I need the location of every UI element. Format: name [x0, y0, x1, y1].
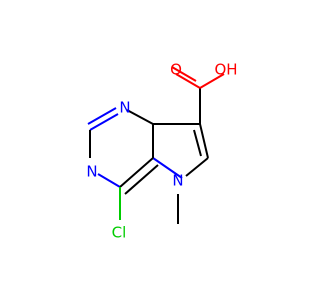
bond-c7-c6-double [193, 129, 202, 157]
nitrogen-pyrrole-label: N [172, 172, 183, 190]
bond-c7-c6 [199, 123, 209, 159]
bond-n3-c4 [97, 173, 121, 188]
bond-c4-c4a [119, 157, 154, 188]
chemical-structure-diagram: OH O N N N Cl [86, 61, 237, 242]
bond-c-o-double-2 [171, 66, 197, 82]
bond-n5-c4a [152, 157, 183, 179]
bond-n1-c2 [89, 113, 119, 131]
bond-c-oh [199, 73, 225, 89]
chlorine-label: Cl [112, 224, 127, 242]
bond-c6-n5 [185, 157, 209, 177]
oh-label: OH [214, 61, 237, 79]
bond-c7a-n1 [126, 109, 154, 125]
carbonyl-oxygen-label: O [170, 61, 182, 79]
nitrogen-left-label: N [86, 163, 97, 181]
bond-n1-c2-double [87, 107, 117, 125]
nitrogen-top-label: N [119, 99, 130, 117]
bond-c4-c4a-double [124, 164, 159, 195]
bond-c-o-double-1 [175, 73, 201, 89]
